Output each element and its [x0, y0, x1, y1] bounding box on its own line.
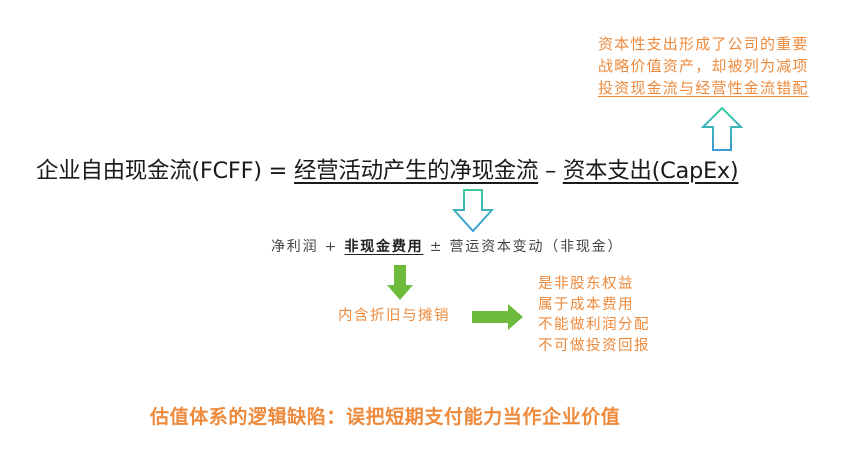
conclusion-title: 估值体系的逻辑缺陷：误把短期支付能力当作企业价值 — [150, 406, 621, 428]
right-green-arrow-icon — [472, 304, 524, 330]
capex-note: 资本性支出形成了公司的重要 战略价值资产，却被列为减项 投资现金流与经营性金流错… — [598, 33, 848, 99]
formula-minus: – — [538, 158, 563, 184]
sub-net-profit: 净利润 + — [271, 239, 345, 255]
down-green-arrow-icon — [387, 265, 413, 301]
formula-capex: 资本支出(CapEx) — [562, 158, 739, 184]
depreciation-label: 内含折旧与摊销 — [338, 308, 450, 324]
down-outline-arrow-icon — [452, 188, 494, 234]
note-line-3: 投资现金流与经营性金流错配 — [598, 79, 809, 97]
formula-operating-cash-flow: 经营活动产生的净现金流 — [293, 158, 539, 184]
characteristics-list: 是非股东权益 属于成本费用 不能做利润分配 不可做投资回报 — [538, 274, 650, 356]
fcff-formula: 企业自由现金流(FCFF) = 经营活动产生的净现金流 – 资本支出(CapEx… — [36, 155, 739, 187]
list-item: 不能做利润分配 — [538, 317, 650, 333]
formula-lhs: 企业自由现金流(FCFF) — [36, 158, 262, 184]
formula-equals: = — [261, 158, 294, 184]
list-item: 不可做投资回报 — [538, 337, 650, 354]
list-item: 属于成本费用 — [538, 296, 634, 313]
sub-working-capital: ± 营运资本变动（非现金） — [423, 239, 624, 255]
up-outline-arrow-icon — [700, 106, 744, 152]
operating-cash-flow-breakdown: 净利润 + 非现金费用 ± 营运资本变动（非现金） — [271, 236, 623, 258]
note-line-1: 资本性支出形成了公司的重要 — [598, 35, 809, 53]
list-item: 是非股东权益 — [538, 276, 634, 292]
sub-non-cash-expense: 非现金费用 — [344, 239, 424, 255]
note-line-2: 战略价值资产，却被列为减项 — [598, 57, 809, 75]
